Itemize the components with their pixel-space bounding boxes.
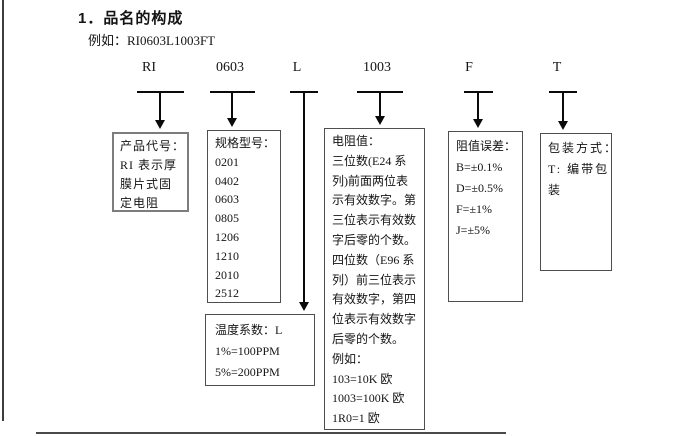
part-code-packaging: T bbox=[552, 60, 562, 75]
arrow-stem bbox=[477, 91, 479, 119]
text-line: F=±1% bbox=[456, 202, 493, 216]
arrow-head-icon bbox=[299, 302, 309, 311]
box-packaging: 包装方式： T: 编带包装 bbox=[540, 133, 619, 271]
text-line: 有效数字，第四 bbox=[332, 292, 417, 307]
part-code-tcr: L bbox=[292, 60, 302, 75]
page-bottom-border-line bbox=[36, 432, 506, 434]
text-line: 示有效数字。第 bbox=[332, 193, 417, 208]
text-line: 列）前三位表示 bbox=[332, 272, 417, 287]
page-left-border-line bbox=[2, 0, 4, 421]
arrow-stem bbox=[231, 91, 233, 118]
part-code-size: 0603 bbox=[216, 60, 244, 75]
text-line: 电阻值： bbox=[332, 134, 381, 148]
text-line: J=±5% bbox=[456, 223, 491, 237]
arrow-head-icon bbox=[558, 121, 568, 130]
text-line: 产品代号： bbox=[120, 139, 186, 153]
arrow-head-icon bbox=[155, 120, 165, 129]
text-line: 1R0=1 欧 bbox=[332, 411, 380, 426]
box-spec-model: 规格型号： 0201 0402 0603 0805 1206 1210 2010 2512 bbox=[207, 130, 281, 303]
text-line: 0805 bbox=[215, 211, 239, 226]
text-line: 包装方式： bbox=[548, 141, 619, 155]
text-line: 103=10K 欧 bbox=[332, 371, 393, 386]
text-line: 后零的个数。 bbox=[332, 331, 405, 346]
text-line: 0402 bbox=[215, 173, 239, 188]
text-line: 1210 bbox=[215, 248, 239, 263]
text-line: RI 表示厚 bbox=[120, 158, 178, 172]
text-line: 列)前面两位表 bbox=[332, 173, 408, 188]
text-line: T: 编带包 bbox=[548, 162, 610, 176]
text-line: 1003=100K 欧 bbox=[332, 391, 405, 406]
text-line: 定电阻 bbox=[120, 196, 160, 210]
arrow-stem bbox=[379, 91, 381, 116]
text-line: 膜片式固 bbox=[120, 177, 173, 191]
arrow-head-icon bbox=[375, 116, 385, 125]
text-line: 规格型号： bbox=[215, 136, 276, 150]
text-line: 例如： bbox=[332, 351, 369, 366]
arrow-head-icon bbox=[227, 118, 237, 127]
box-resistance-value: 电阻值： 三位数(E24 系列)前面两位表示有效数字。第三位表示有效数字后零的个数… bbox=[324, 128, 425, 430]
text-line: 2010 bbox=[215, 267, 239, 282]
text-line: 0201 bbox=[215, 154, 239, 169]
text-line: 5%=200PPM bbox=[215, 365, 280, 379]
text-line: 阻值误差： bbox=[456, 139, 517, 153]
text-line: D=±0.5% bbox=[456, 181, 504, 195]
part-code-tolerance: F bbox=[465, 60, 473, 75]
text-line: 温度系数：L bbox=[215, 323, 283, 337]
text-line: 位表示有效数字 bbox=[332, 312, 417, 327]
part-code-resistance: 1003 bbox=[363, 60, 391, 75]
text-line: 装 bbox=[548, 183, 563, 197]
example-part-number: 例如：RI0603L1003FT bbox=[88, 33, 216, 48]
box-product-code: 产品代号： RI 表示厚膜片式固定电阻 bbox=[112, 132, 189, 212]
arrow-stem bbox=[159, 91, 161, 120]
text-line: 字后零的个数。 bbox=[332, 232, 417, 247]
text-line: 0603 bbox=[215, 192, 239, 207]
text-line: B=±0.1% bbox=[456, 160, 503, 174]
arrow-head-icon bbox=[473, 119, 483, 128]
text-line: 1%=100PPM bbox=[215, 344, 280, 358]
box-temp-coefficient: 温度系数：L 1%=100PPM 5%=200PPM bbox=[205, 314, 315, 386]
box-tolerance: 阻值误差： B=±0.1% D=±0.5% F=±1% J=±5% bbox=[448, 131, 523, 302]
arrow-stem bbox=[562, 91, 564, 121]
text-line: 四位数（E96 系 bbox=[332, 252, 415, 267]
text-line: 1206 bbox=[215, 229, 239, 244]
section-heading: 1．品名的构成 bbox=[78, 10, 184, 27]
arrow-stem bbox=[303, 91, 305, 302]
text-line: 2512 bbox=[215, 286, 239, 301]
part-code-prefix: RI bbox=[142, 60, 156, 75]
text-line: 三位表示有效数 bbox=[332, 213, 417, 228]
text-line: 三位数(E24 系 bbox=[332, 153, 407, 168]
